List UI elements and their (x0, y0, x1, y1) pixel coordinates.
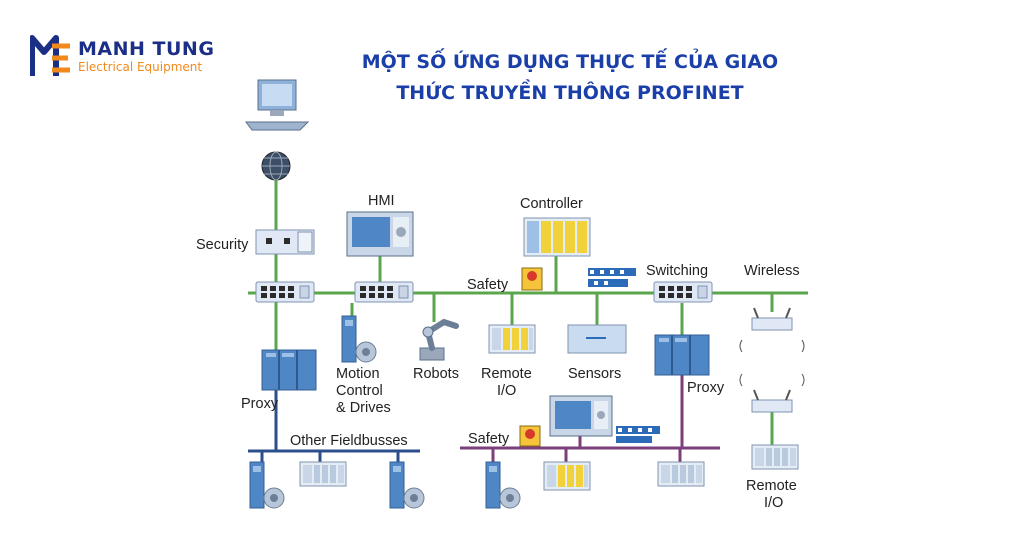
label-remote-io-wireless-2: I/O (764, 495, 783, 511)
label-motion-1: Motion (336, 366, 380, 382)
label-proxy-right: Proxy (687, 380, 725, 396)
security-module-icon (255, 229, 315, 255)
label-switching: Switching (646, 263, 708, 279)
drive-icon (485, 461, 521, 509)
label-proxy-left: Proxy (241, 396, 279, 412)
label-controller: Controller (520, 196, 583, 212)
label-robots: Robots (413, 366, 459, 382)
brand-subtitle: Electrical Equipment (78, 60, 203, 74)
proxy-icon (261, 349, 317, 391)
controller-plc-icon (523, 217, 591, 257)
page-title-line-2: THỨC TRUYỀN THÔNG PROFINET (396, 82, 744, 104)
label-motion-2: Control (336, 383, 383, 399)
label-safety-top: Safety (467, 277, 509, 293)
label-safety-bottom: Safety (468, 431, 510, 447)
hmi-panel-icon (346, 211, 414, 257)
label-remote-io-2: I/O (497, 383, 516, 399)
proxy-icon (654, 334, 710, 376)
label-sensors: Sensors (568, 366, 621, 382)
label-hmi: HMI (368, 193, 395, 209)
profinet-logo-icon (616, 426, 660, 443)
switch-icon (354, 281, 414, 303)
label-other-fieldbusses: Other Fieldbusses (290, 433, 408, 449)
label-security: Security (196, 237, 249, 253)
drive-icon (389, 461, 425, 509)
label-remote-io-1: Remote (481, 366, 532, 382)
robot-arm-icon (419, 318, 459, 361)
hmi-panel-icon (549, 395, 613, 437)
globe-icon (261, 151, 291, 181)
brand-logo-icon (30, 35, 70, 76)
profinet-logo-icon (588, 268, 636, 287)
drive-icon (341, 315, 377, 363)
brand-name: MANH TUNG (78, 38, 215, 60)
safety-button-icon (519, 425, 541, 447)
switch-icon (653, 281, 713, 303)
label-remote-io-wireless-1: Remote (746, 478, 797, 494)
remote-io-icon (299, 461, 347, 487)
wireless-access-point-icon (751, 389, 793, 413)
label-wireless: Wireless (744, 263, 800, 279)
page-title-line-1: MỘT SỐ ỨNG DỤNG THỰC TẾ CỦA GIAO (361, 51, 779, 73)
remote-io-icon (488, 324, 536, 354)
computer-icon (245, 79, 310, 131)
switch-icon (255, 281, 315, 303)
remote-io-icon (751, 444, 799, 470)
remote-io-icon (657, 461, 705, 487)
safety-button-icon (521, 267, 543, 291)
remote-io-icon (543, 461, 591, 491)
drive-icon (249, 461, 285, 509)
label-motion-3: & Drives (336, 400, 391, 416)
sensor-box-icon (567, 324, 627, 354)
